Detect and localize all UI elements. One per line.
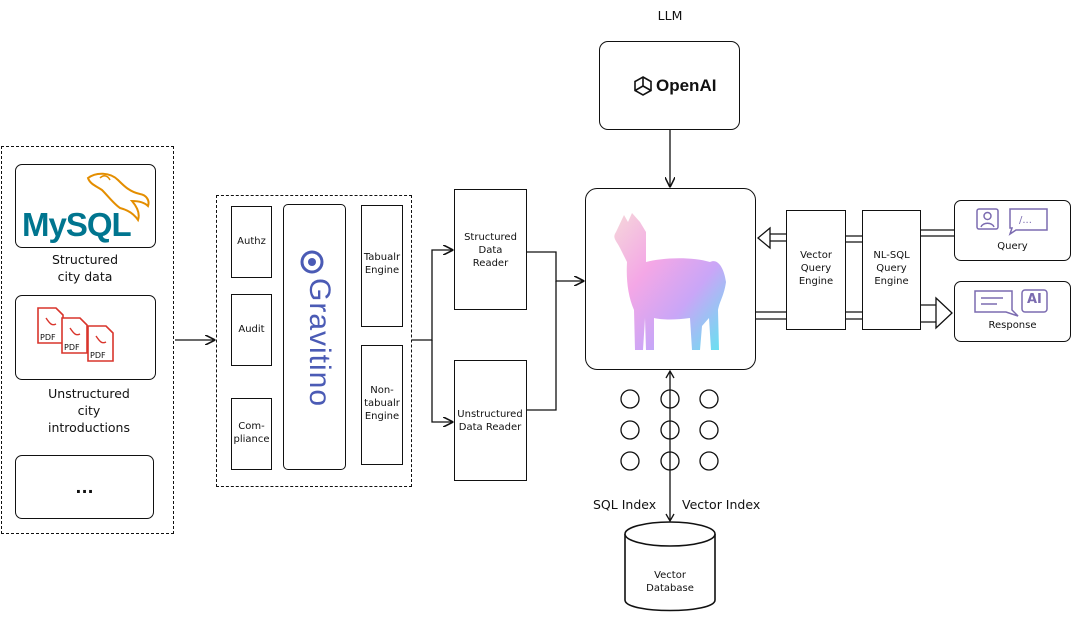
sql-index-label: SQL Index — [593, 497, 657, 512]
vector-query-engine-label: Vector Query Engine — [798, 250, 834, 287]
vector-database-label: Vector Database — [646, 570, 694, 594]
pdf-label-2: PDF — [64, 343, 80, 352]
unstructured-reader-label: Unstructured Data Reader — [457, 409, 523, 433]
pdf-label-1: PDF — [40, 333, 56, 342]
llamaindex-box[interactable] — [585, 188, 756, 370]
pdf-label-3: PDF — [90, 351, 106, 360]
more-sources-card[interactable] — [15, 455, 154, 519]
mysql-caption: Structured city data — [51, 252, 119, 284]
structured-reader-label: Structured Data Reader — [464, 232, 517, 269]
unstructured-reader-box[interactable] — [454, 360, 527, 481]
llm-label: LLM — [657, 8, 683, 23]
structured-reader-box[interactable] — [454, 189, 527, 310]
compliance-box[interactable] — [231, 398, 272, 470]
compliance-label: Com- pliance — [233, 421, 270, 445]
openai-label: OpenAI — [656, 76, 717, 95]
openai-box[interactable] — [599, 41, 740, 130]
mysql-logo: MySQL — [18, 198, 154, 244]
nlsql-query-engine-label: NL-SQL Query Engine — [873, 250, 910, 287]
non-tabular-engine-label: Non- tabualr Engine — [364, 385, 400, 422]
more-sources-label: ... — [75, 478, 94, 497]
data-sources-group — [1, 146, 174, 534]
authz-label: Authz — [237, 236, 266, 247]
mysql-logo-text: MySQL — [22, 206, 132, 243]
non-tabular-engine-box[interactable] — [361, 345, 403, 465]
authz-box[interactable] — [231, 206, 272, 278]
tabular-engine-label: Tabualr Engine — [363, 252, 401, 276]
gravitino-core-box[interactable] — [283, 204, 346, 470]
pdf-caption: Unstructured city introductions — [48, 386, 130, 435]
audit-label: Audit — [238, 324, 265, 335]
vector-query-engine-box[interactable] — [786, 210, 846, 330]
response-ai-badge: AI — [1027, 292, 1042, 307]
response-label: Response — [988, 320, 1037, 331]
query-label: Query — [997, 241, 1028, 252]
gravitino-brand: Gravitino — [288, 258, 336, 428]
gravitino-group — [216, 195, 412, 487]
audit-box[interactable] — [231, 294, 272, 366]
nlsql-query-engine-box[interactable] — [862, 210, 921, 330]
vector-index-label: Vector Index — [682, 497, 761, 512]
pdf-source-card[interactable] — [15, 295, 156, 380]
tabular-engine-box[interactable] — [361, 205, 403, 327]
response-card[interactable] — [954, 281, 1071, 342]
gravitino-brand-text: Gravitino — [303, 278, 336, 408]
